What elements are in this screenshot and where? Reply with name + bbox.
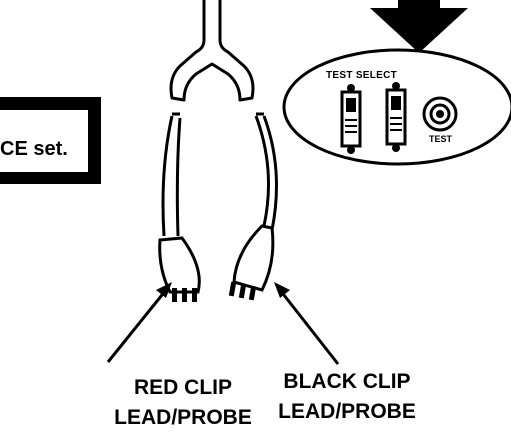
- instruction-box-inner: [0, 110, 88, 172]
- black-caption-line1: BLACK CLIP: [283, 370, 411, 393]
- black-clip-caption: BLACK CLIP LEAD/PROBE: [262, 367, 432, 427]
- down-arrow: [370, 0, 468, 53]
- black-pointer-arrow: [274, 282, 340, 365]
- black-caption-line2: LEAD/PROBE: [278, 400, 416, 423]
- test-select-label: TEST SELECT: [326, 70, 398, 81]
- black-probe-plug: [228, 224, 275, 301]
- black-clip-lead: [254, 112, 278, 231]
- test-select-switch-right[interactable]: [385, 82, 407, 152]
- red-caption-line1: RED CLIP: [133, 376, 232, 399]
- red-caption-line2: LEAD/PROBE: [114, 406, 252, 429]
- test-button[interactable]: [422, 96, 458, 132]
- test-button-label: TEST: [429, 134, 453, 144]
- red-pointer-arrow: [106, 282, 172, 363]
- red-clip-lead: [161, 112, 182, 237]
- red-probe-plug: [158, 236, 201, 302]
- y-cable: [169, 0, 255, 102]
- test-select-switch-left[interactable]: [340, 84, 362, 154]
- instruction-text: CE set.: [0, 138, 68, 160]
- red-clip-caption: RED CLIP LEAD/PROBE: [108, 373, 258, 433]
